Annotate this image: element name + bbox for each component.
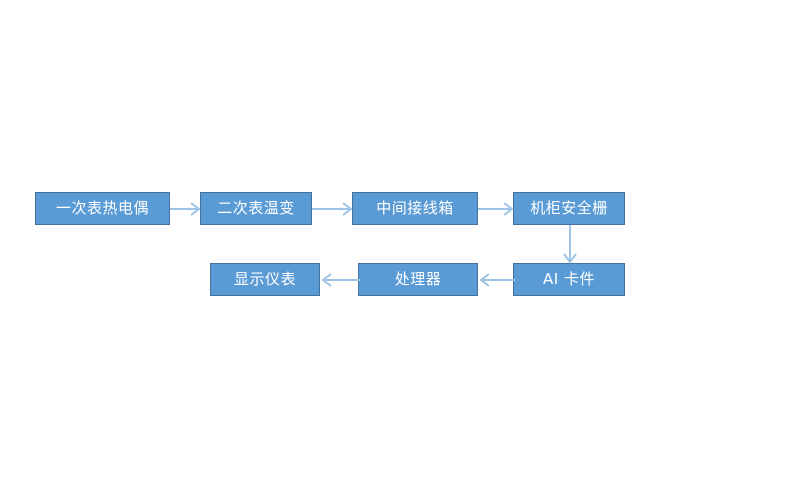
flow-node-ai-card[interactable]: AI 卡件	[513, 263, 625, 296]
arrow-connector-right-icon	[478, 202, 514, 216]
flow-node-label: 二次表温变	[217, 199, 295, 217]
flow-node-cabinet-safety-barrier[interactable]: 机柜安全栅	[513, 192, 625, 225]
arrow-connector-down-icon	[563, 225, 577, 264]
flow-node-primary-thermocouple[interactable]: 一次表热电偶	[35, 192, 170, 225]
flow-node-secondary-transmitter[interactable]: 二次表温变	[200, 192, 312, 225]
flow-node-label: 中间接线箱	[376, 199, 454, 217]
flow-node-display-instrument[interactable]: 显示仪表	[210, 263, 320, 296]
flow-node-label: 机柜安全栅	[530, 199, 608, 217]
arrow-connector-left-icon	[321, 273, 360, 287]
flow-node-label: 显示仪表	[233, 270, 296, 288]
flow-node-label: 一次表热电偶	[55, 199, 149, 217]
flow-node-label: 处理器	[394, 270, 442, 288]
arrow-connector-right-icon	[170, 202, 201, 216]
arrow-connector-right-icon	[312, 202, 353, 216]
flow-node-processor[interactable]: 处理器	[358, 263, 478, 296]
flow-node-label: AI 卡件	[543, 270, 595, 288]
flow-node-junction-box[interactable]: 中间接线箱	[352, 192, 478, 225]
arrow-connector-left-icon	[479, 273, 515, 287]
